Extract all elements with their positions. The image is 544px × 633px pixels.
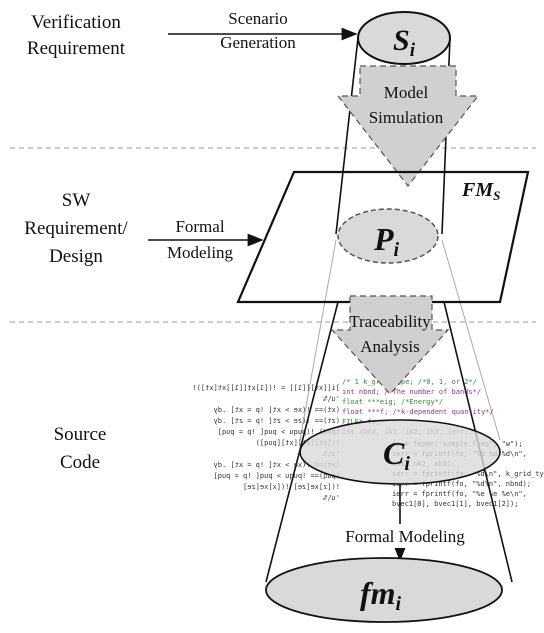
formal-modeling-bg [322,524,488,548]
code-line-top: float ***f; /*k-dependent quantity*/ [342,408,494,416]
code-line: ierr = fprintf(fo, "%e %e %e\n", [392,490,527,498]
model-sim-label-1: Model [384,83,429,102]
fm-node [265,557,503,623]
verification-label-2: Requirement [27,38,126,59]
fm-node-label: fmi [360,575,402,615]
code-line-mirror: ]i[[xt][[1]] = !([1]xt[[1]]xt[xt])! [192,384,340,392]
sw-label-3: Design [49,246,103,267]
fms-parallelogram [236,170,530,304]
code-line-top: int nbnd; /*The number of bands*/ [342,388,481,396]
cylinder-left-edge [335,37,359,235]
traceability-label-2: Analysis [360,337,420,356]
fms-base: FM [461,179,494,201]
p-node-label: Pi [373,221,400,261]
formal-label-1: Formal [175,217,224,236]
code-line-mirror: (pnd) !(puqu > puq[ !p = puq] [218,428,340,436]
code-line-top: /* 1 k_grid_type; /*0, 1, or 2*/ [342,378,477,386]
source-label-2: Code [60,452,100,473]
p-node [337,208,439,264]
code-line-top: float ***eig; /*Energy*/ [342,398,443,406]
sw-label-2: Requirement/ [24,218,128,239]
traceability-block-arrow [330,295,450,395]
fms-sub: S [493,188,500,203]
verification-label-1: Verification [31,12,121,33]
code-line: bvec1[0], bvec1[1], bvec1[2]); [392,500,518,508]
s-node [357,11,451,65]
formal-modeling-bottom-label: Formal Modeling [345,527,465,546]
c-node-label: Ci [383,435,410,475]
c-node-sub: i [404,453,410,475]
code-line-mirror: (xt)== !(xe > xt[ !p = xt] .dy [214,406,340,414]
code-line-mirror: (zt)== !(ze > zt[ !p = zt] .dy [214,417,340,425]
s-node-base: S [393,24,410,57]
source-label-1: Source [54,424,107,445]
fms-label: FMS [461,179,500,203]
cone-line-left [299,239,337,441]
s-node-sub: i [410,40,416,61]
scenario-label-1: Scenario [228,9,287,28]
code-line-mirror: 'u\% [322,494,340,502]
c-node-base: C [383,435,405,471]
code-line-mirror: !([xt][xt][xt][puq]) [256,439,340,447]
fm-node-base: fm [360,575,396,611]
p-node-base: P [373,221,394,257]
code-line-mirror: (puq)== !puqu > puq[ !p = puq] [214,472,340,480]
code-line-mirror: !([z]xe[ze] !([x]xe[ze] [243,483,340,491]
model-simulation-block-arrow [336,65,480,187]
big-cone-left [265,301,339,583]
scenario-label-2: Generation [220,33,296,52]
code-line-mirror: 'u\% [322,395,340,403]
model-sim-label-2: Simulation [369,108,444,127]
formal-label-2: Modeling [167,243,234,262]
s-node-label: Si [393,24,416,61]
code-line: ierr = fprintf(fo, "%d\n", nbnd); [392,480,531,488]
fm-node-sub: i [396,593,402,615]
sw-label-1: SW [62,190,91,211]
traceability-label-1: Traceability [349,312,431,331]
p-node-sub: i [394,239,400,261]
cone-line-right [441,239,501,441]
code-line-mirror: (xt)== !(xe > xt[ !p = xt] .dy [214,461,340,469]
